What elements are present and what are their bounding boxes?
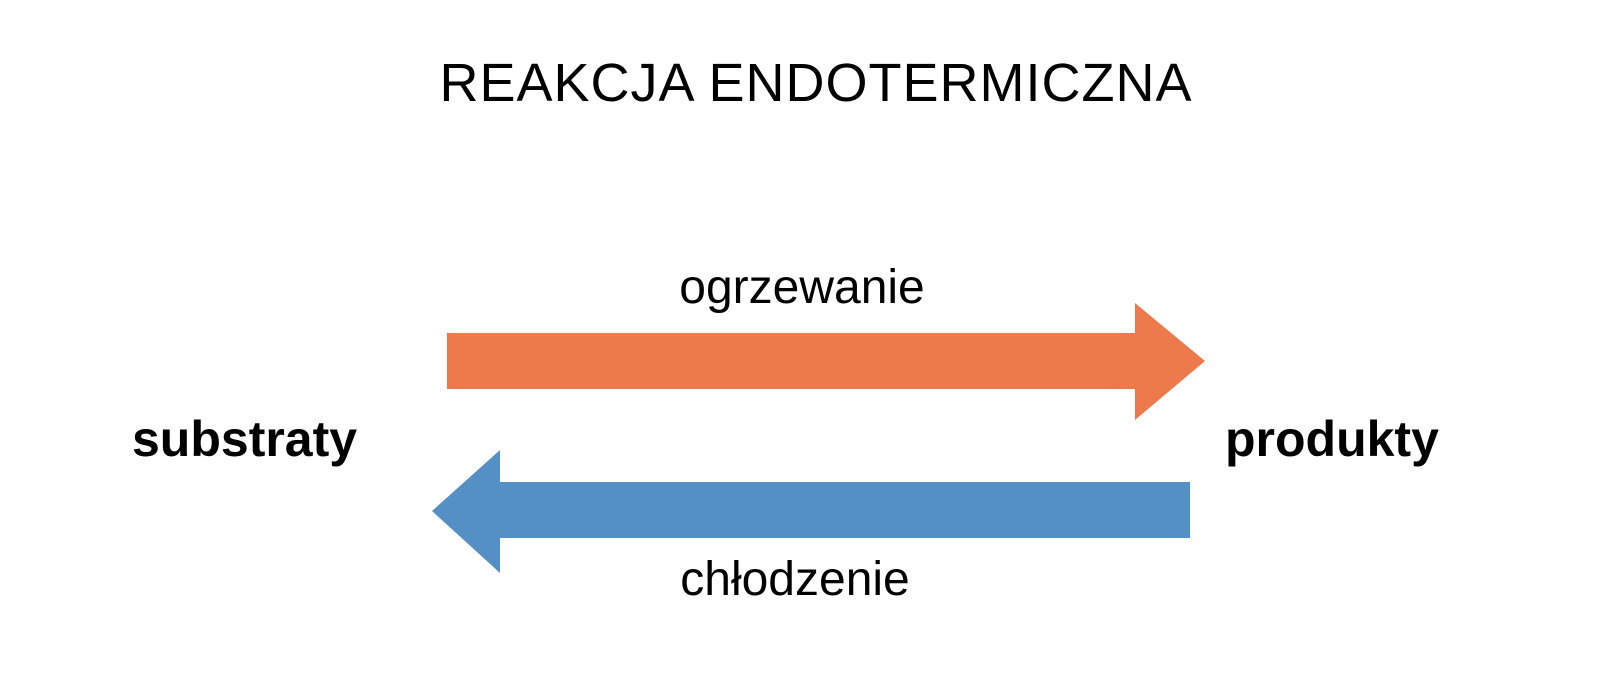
substrates-label: substraty <box>132 411 358 467</box>
right-arrow-icon <box>447 303 1205 420</box>
left-arrow-shape <box>432 450 1190 573</box>
right-arrow-shape <box>447 303 1205 420</box>
products-label: produkty <box>1225 411 1439 467</box>
heating-label: ogrzewanie <box>679 261 925 314</box>
left-arrow-icon <box>432 450 1190 573</box>
cooling-label: chłodzenie <box>680 553 910 606</box>
diagram-title: REAKCJA ENDOTERMICZNA <box>439 53 1193 113</box>
